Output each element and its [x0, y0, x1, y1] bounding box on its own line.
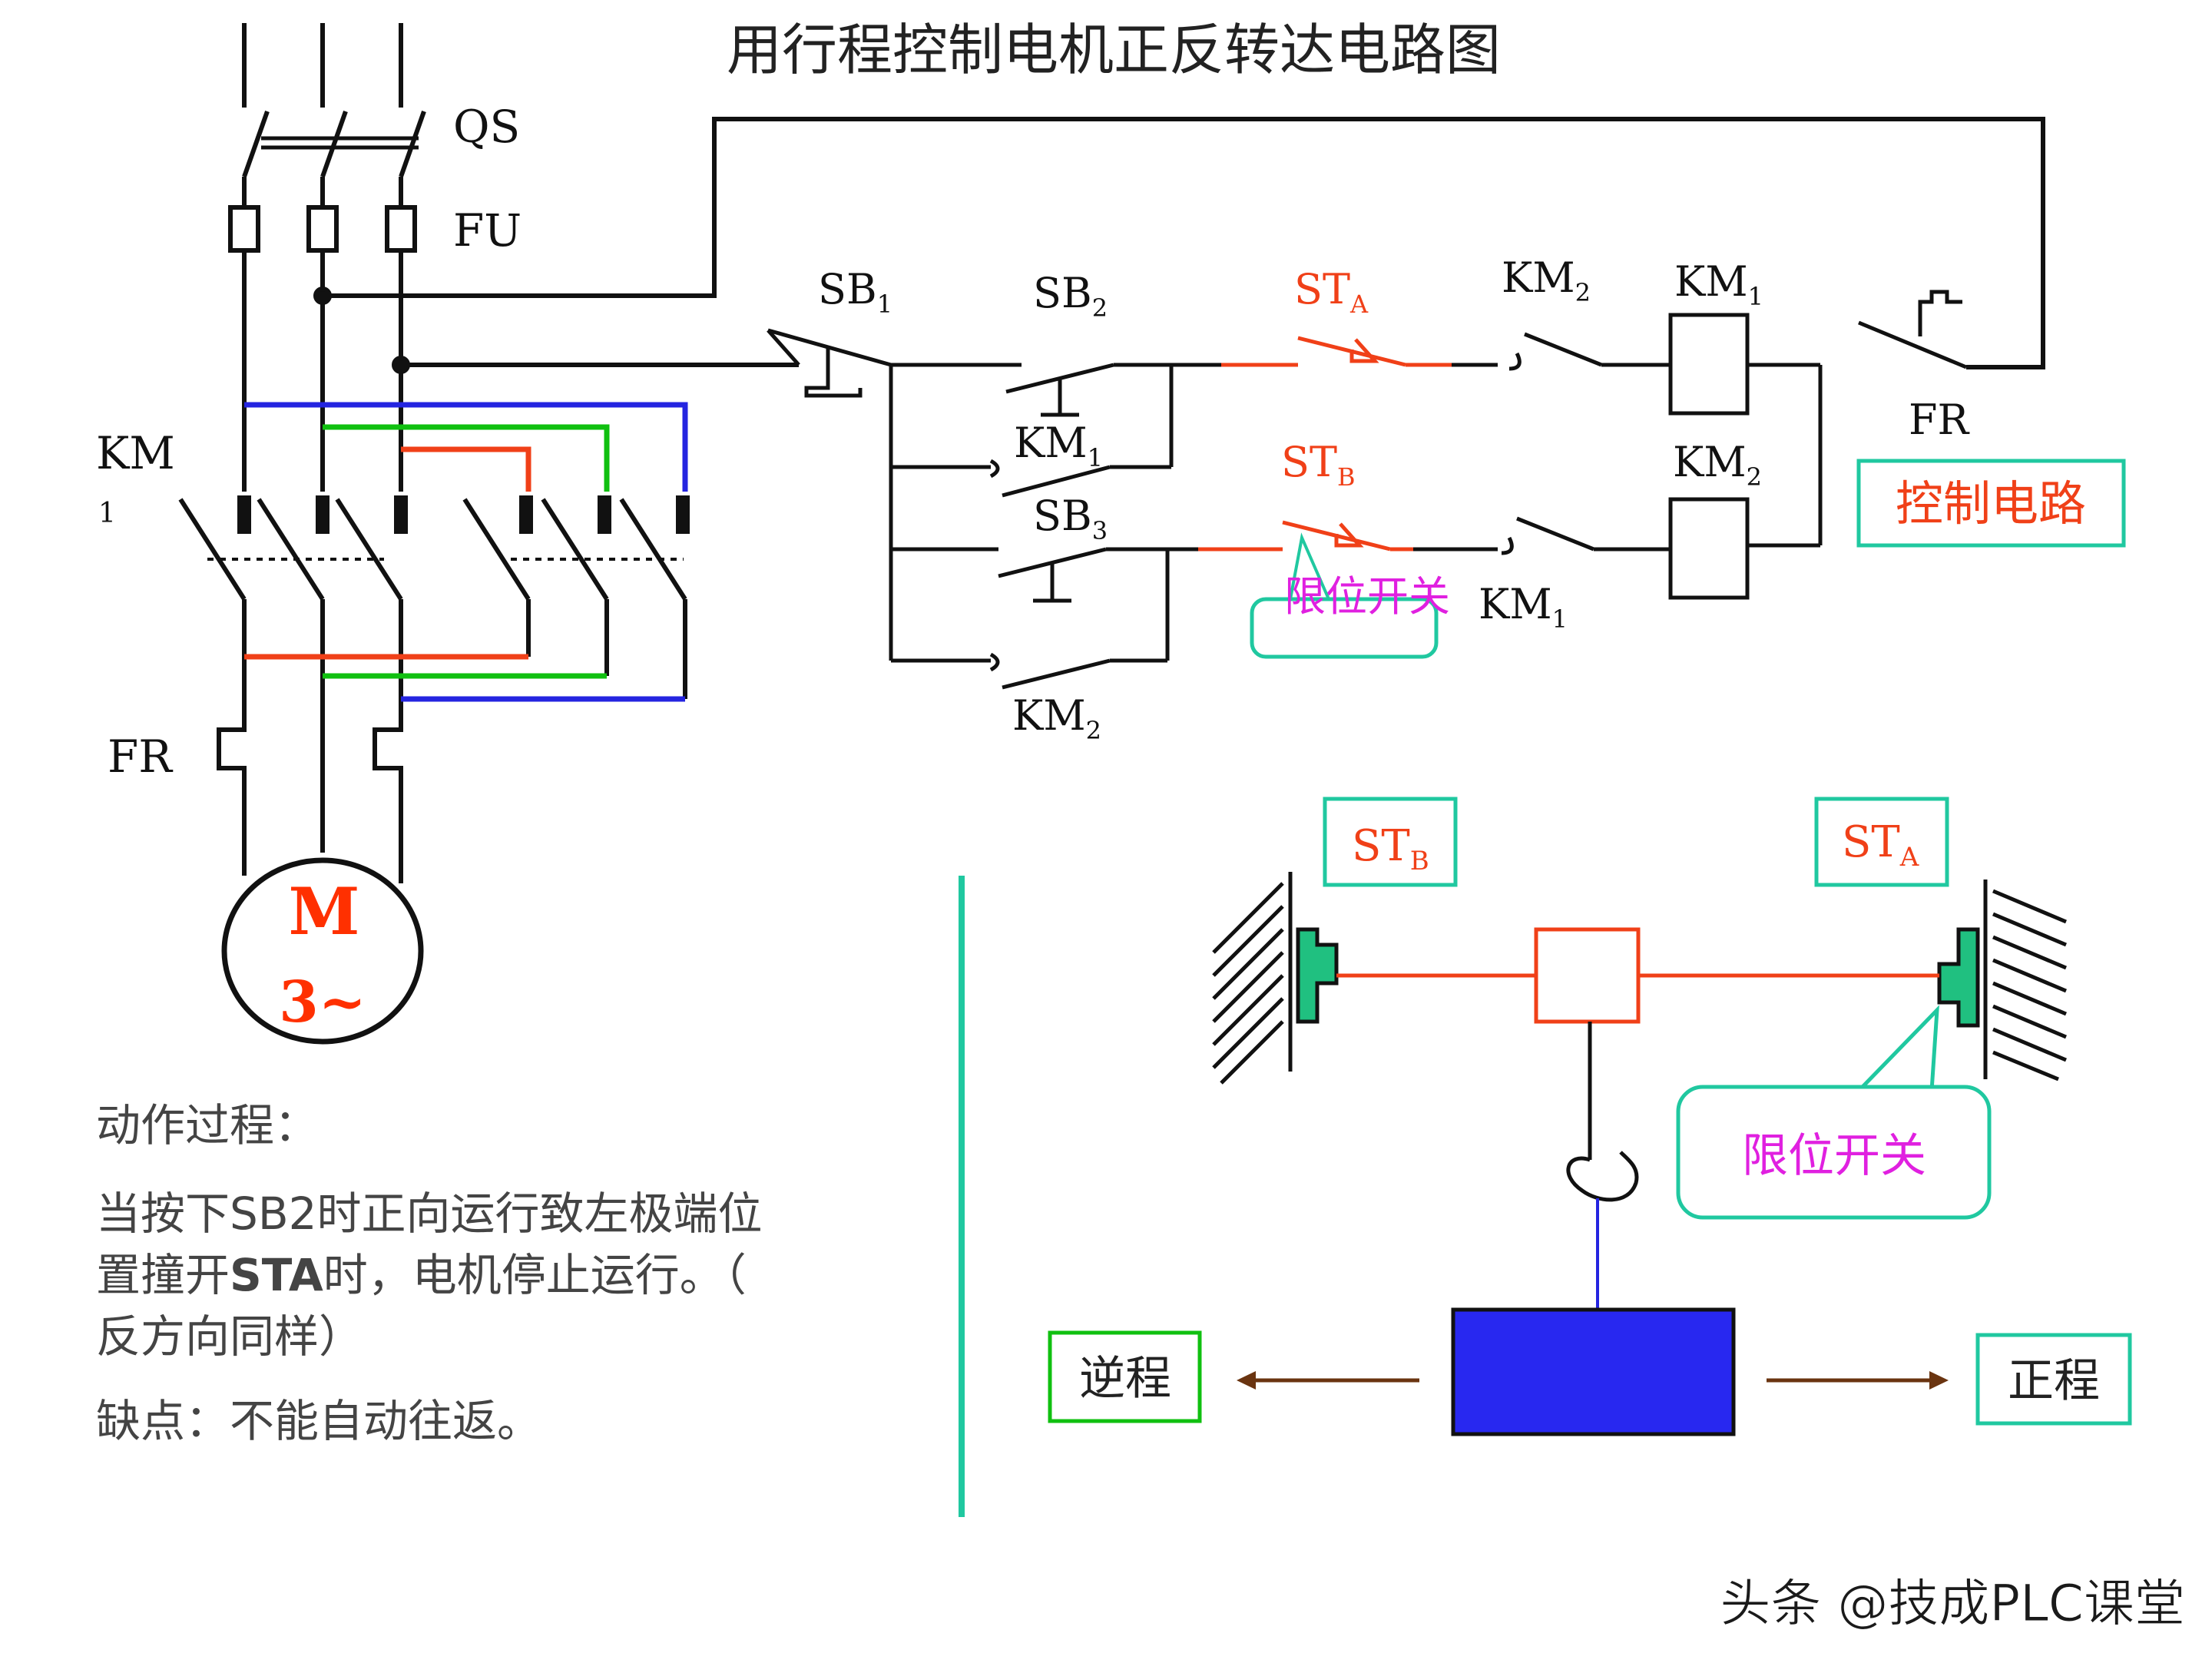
km2-main-contact [462, 498, 531, 601]
svg-text:SB1: SB1 [818, 265, 892, 319]
power-circuit [178, 23, 2045, 883]
stb-label: STB [1281, 438, 1356, 492]
sb3-switch [998, 547, 1107, 578]
watermark: 头条 @技成PLC课堂 [1720, 1574, 2185, 1633]
hook-icon [1566, 1151, 1639, 1202]
fr-power-label: FR [108, 730, 174, 783]
reverse-label-box [1048, 1330, 1202, 1423]
svg-text:KM1: KM1 [1479, 580, 1568, 634]
fuse [228, 205, 260, 253]
svg-text:KM2: KM2 [1673, 438, 1762, 492]
fr-nc-contact [1858, 320, 1967, 369]
sb2-switch [1005, 363, 1114, 394]
defect-text: 缺点：不能自动往返。 [96, 1395, 541, 1447]
sb2-label: SB2 [1033, 269, 1108, 323]
sta-switch-body [1937, 927, 1980, 1028]
svg-text:STB: STB [1281, 438, 1356, 492]
svg-text:KM2: KM2 [1012, 691, 1101, 745]
stb-switch-body [1296, 927, 1339, 1024]
limit-switch-contacts [1198, 336, 1452, 552]
diagram-title: 用行程控制电机正反转达电路图 [727, 18, 1501, 82]
km1-power-label-sub: 1 [98, 498, 116, 529]
svg-text:SB3: SB3 [1033, 492, 1108, 545]
mech-limit-label: 限位开关 [1742, 1129, 1926, 1183]
km1-hold-label: KM1 [1014, 419, 1103, 472]
left-wall [1212, 872, 1293, 1085]
svg-text:KM1: KM1 [1674, 257, 1763, 311]
trolley-block [1451, 1307, 1736, 1436]
process-line-2: 置撞开STA时，电机停止运行。（ [96, 1249, 747, 1301]
svg-text:STA: STA [1294, 265, 1369, 319]
process-line-1: 当按下SB2时正向运行致左极端位 [96, 1188, 763, 1240]
km1-main-contact [178, 498, 247, 601]
qs-label: QS [453, 101, 520, 153]
process-line-3: 反方向同样） [96, 1310, 363, 1363]
limit-callout-box [1250, 597, 1439, 659]
km1-interlock-label: KM1 [1479, 580, 1568, 634]
km1-coil-label: KM1 [1674, 257, 1763, 311]
svg-text:SB2: SB2 [1033, 269, 1108, 323]
slider-block [1534, 927, 1641, 1024]
km2-coil [1668, 497, 1750, 600]
motor-symbol [221, 857, 424, 1045]
control-circuit [767, 290, 1967, 690]
sta-mech-label: STA [1842, 817, 1919, 873]
right-wall [1983, 880, 2067, 1082]
motor-phase: 3~ [279, 969, 366, 1035]
fr-thermal-element [217, 691, 247, 876]
km2-coil-label: KM2 [1673, 438, 1762, 492]
km2-interlock-label: KM2 [1502, 253, 1591, 307]
mech-callout-pointer [1857, 1005, 1939, 1092]
qs-switch-blade [242, 111, 270, 177]
km1-power-label: KM [96, 427, 175, 479]
km2-interlock-contact [1524, 332, 1602, 367]
km2-hold-contact [1002, 658, 1111, 690]
limit-callout-label: 限位开关 [1284, 572, 1450, 621]
stb-mech-label: STB [1352, 821, 1429, 876]
fr-control-label: FR [1909, 396, 1969, 444]
km1-interlock-contact [1516, 516, 1594, 552]
sta-label: STA [1294, 265, 1369, 319]
mech-limit-callout [1676, 1085, 1992, 1220]
callout-pointer [1289, 532, 1330, 600]
km-phase-crossing [244, 402, 688, 702]
process-heading: 动作过程： [96, 1099, 319, 1151]
km1-coil [1668, 313, 1750, 416]
forward-label: 正程 [2008, 1354, 2100, 1408]
km1-hold-contact [1002, 465, 1111, 498]
svg-text:KM1: KM1 [1014, 419, 1103, 472]
sta-label-box [1814, 797, 1949, 887]
svg-text:KM2: KM2 [1502, 253, 1591, 307]
sb1-label: SB1 [818, 265, 892, 319]
motor-letter: M [289, 873, 360, 949]
km2-hold-label: KM2 [1012, 691, 1101, 745]
fu-label: FU [453, 204, 522, 257]
reverse-label: 逆程 [1079, 1352, 1171, 1406]
forward-label-box [1975, 1333, 2132, 1426]
control-circuit-box [1856, 459, 2126, 548]
stb-label-box [1323, 797, 1458, 887]
sb3-label: SB3 [1033, 492, 1108, 545]
control-circuit-box-label: 控制电路 [1896, 475, 2086, 532]
